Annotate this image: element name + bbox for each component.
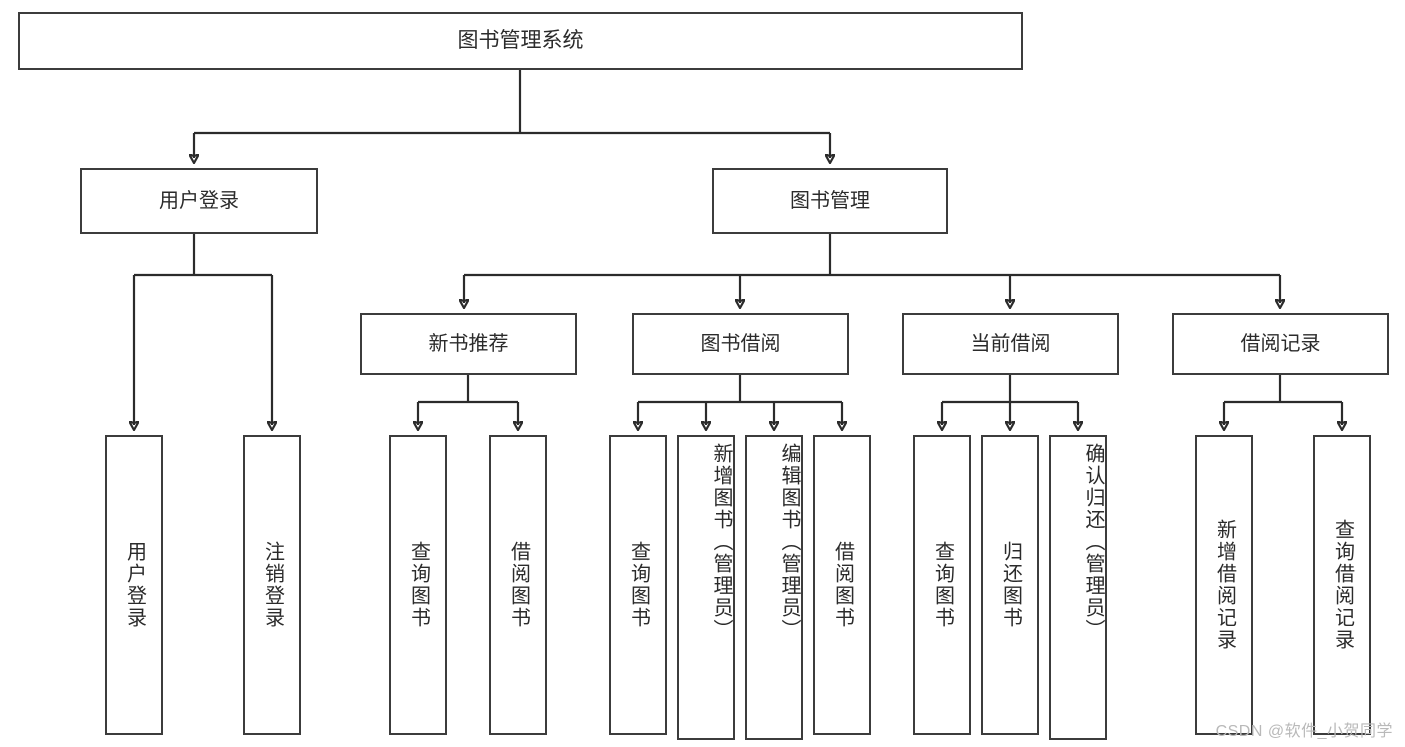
leaf-borrow-book-1[interactable]: 借阅图书: [489, 435, 547, 735]
leaf-query-book-2[interactable]: 查询图书: [609, 435, 667, 735]
node-label: 图书管理系统: [457, 28, 584, 52]
leaf-confirm-return[interactable]: 确认归还（管理员）: [1049, 435, 1107, 740]
node-root-system[interactable]: 图书管理系统: [18, 12, 1023, 70]
node-new-book-recommend[interactable]: 新书推荐: [360, 313, 577, 375]
leaf-edit-book[interactable]: 编辑图书（管理员）: [745, 435, 803, 740]
node-label: 归还图书: [999, 541, 1022, 629]
leaf-user-login[interactable]: 用户登录: [105, 435, 163, 735]
node-current-borrow[interactable]: 当前借阅: [902, 313, 1119, 375]
node-label: 用户登录: [159, 189, 239, 212]
node-label: 图书管理: [790, 189, 870, 212]
node-label: 新增图书（管理员）: [710, 443, 732, 641]
node-label: 注销登录: [261, 541, 284, 629]
node-label: 借阅记录: [1240, 332, 1321, 355]
node-label: 编辑图书（管理员）: [778, 443, 800, 641]
leaf-return-book[interactable]: 归还图书: [981, 435, 1039, 735]
watermark-credit: CSDN @软件_小贺同学: [1215, 723, 1393, 740]
node-label: 借阅图书: [831, 541, 854, 629]
node-label: 用户登录: [123, 541, 146, 629]
node-user-login[interactable]: 用户登录: [80, 168, 318, 234]
leaf-query-borrow-record[interactable]: 查询借阅记录: [1313, 435, 1371, 735]
node-borrow-record[interactable]: 借阅记录: [1172, 313, 1389, 375]
leaf-query-book-3[interactable]: 查询图书: [913, 435, 971, 735]
leaf-user-logout[interactable]: 注销登录: [243, 435, 301, 735]
node-label: 查询图书: [407, 541, 430, 629]
node-book-borrow[interactable]: 图书借阅: [632, 313, 849, 375]
node-label: 新增借阅记录: [1213, 519, 1236, 651]
node-label: 查询图书: [931, 541, 954, 629]
leaf-borrow-book-2[interactable]: 借阅图书: [813, 435, 871, 735]
node-label: 新书推荐: [428, 332, 509, 355]
node-book-manage[interactable]: 图书管理: [712, 168, 948, 234]
node-label: 当前借阅: [970, 332, 1051, 355]
leaf-query-book-1[interactable]: 查询图书: [389, 435, 447, 735]
node-label: 查询图书: [627, 541, 650, 629]
node-label: 图书借阅: [700, 332, 781, 355]
node-label: 确认归还（管理员）: [1082, 443, 1104, 641]
node-label: 查询借阅记录: [1331, 519, 1354, 651]
leaf-add-book[interactable]: 新增图书（管理员）: [677, 435, 735, 740]
node-label: 借阅图书: [507, 541, 530, 629]
leaf-add-borrow-record[interactable]: 新增借阅记录: [1195, 435, 1253, 735]
